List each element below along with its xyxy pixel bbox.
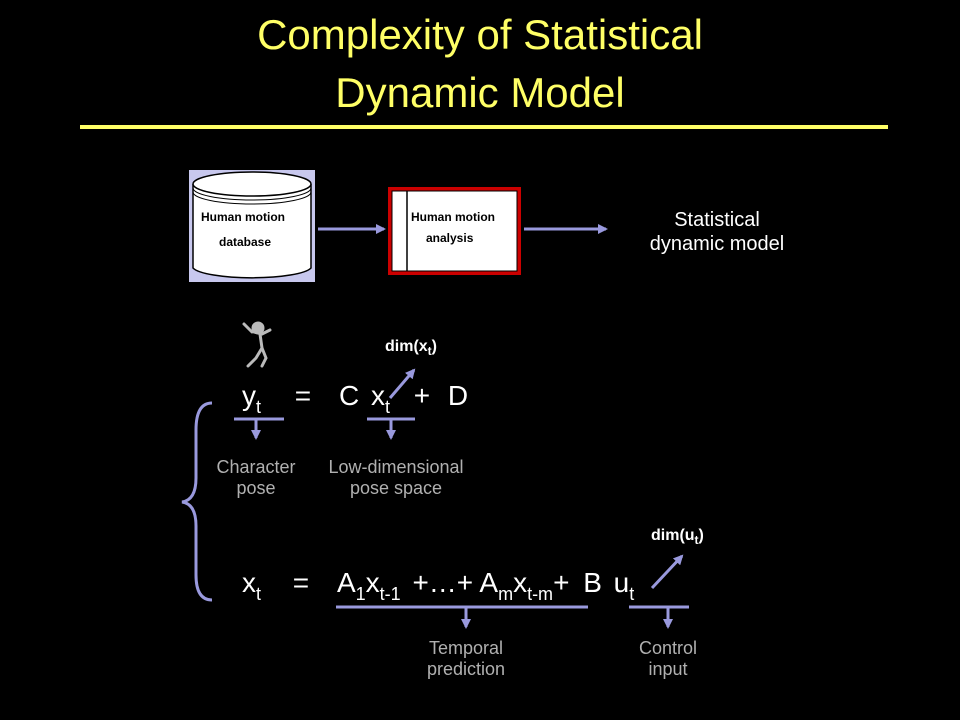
eq2-x1-sub: t-1 — [379, 584, 401, 604]
pose-space-line2: pose space — [349, 478, 443, 498]
dim-u-close: ) — [698, 527, 704, 544]
analysis-label-line1: Human motion — [411, 210, 495, 224]
pose-space-caption: Low-dimensional pose space — [306, 457, 486, 499]
eq2-A1-sub: 1 — [355, 584, 366, 604]
database-label-line1: Human motion — [201, 210, 285, 224]
eq2-Am-sub: m — [498, 584, 514, 604]
eq2-mid: +…+ — [412, 567, 474, 598]
eq2-xm: x — [513, 567, 528, 598]
character-pose-line2: pose — [236, 478, 276, 498]
eq2-Am: A — [479, 567, 499, 598]
eq1-x: x — [370, 380, 385, 411]
arrow-dim-u — [650, 554, 684, 590]
observation-equation: yt = C xt + D — [242, 380, 469, 417]
dim-x-sub: t — [427, 344, 432, 358]
eq2-equals: = — [292, 567, 310, 598]
dim-u-sub: t — [694, 533, 699, 547]
dim-x-label: dim(xt) — [385, 338, 437, 358]
eq1-y-sub: t — [256, 397, 262, 417]
dim-u-label: dim(ut) — [651, 527, 704, 547]
eq1-y: y — [242, 380, 256, 411]
dim-x-text: dim(x — [385, 338, 428, 355]
eq1-C: C — [338, 380, 360, 411]
control-input-line2: input — [648, 659, 688, 679]
eq1-plus: + — [413, 380, 431, 411]
title-line-2: Dynamic Model — [335, 69, 625, 116]
statistical-model-line1: Statistical — [674, 209, 760, 231]
control-input-caption: Control input — [608, 638, 728, 680]
statistical-model-line2: dynamic model — [649, 233, 785, 255]
analysis-label-line2: analysis — [426, 231, 474, 245]
left-brace — [181, 401, 213, 602]
database-label-line2: database — [219, 235, 272, 249]
temporal-prediction-line2: prediction — [426, 659, 506, 679]
eq2-xm-sub: t-m — [527, 584, 554, 604]
eq2-plus: + — [553, 567, 570, 598]
control-input-line1: Control — [638, 638, 698, 658]
character-pose-line1: Character — [216, 457, 296, 477]
dynamics-equation: xt = A1xt-1 +…+ Amxt-m+ B ut — [242, 567, 634, 604]
title-line-1: Complexity of Statistical — [257, 11, 703, 58]
character-figure-icon — [242, 321, 272, 368]
eq1-x-sub: t — [384, 397, 390, 417]
eq1-equals: = — [294, 380, 312, 411]
database-cylinder-icon — [189, 170, 315, 282]
eq2-x1: x — [365, 567, 380, 598]
eq2-B: B — [583, 567, 602, 598]
title-underline — [80, 125, 888, 129]
eq2-u-sub: t — [629, 584, 635, 604]
eq2-A1: A — [336, 567, 356, 598]
analysis-box — [388, 187, 521, 275]
arrow-dim-x — [388, 368, 416, 399]
temporal-prediction-line1: Temporal — [428, 638, 504, 658]
dim-u-text: dim(u — [651, 527, 695, 544]
character-pose-caption: Character pose — [196, 457, 316, 499]
pose-space-line1: Low-dimensional — [328, 457, 464, 477]
eq2-x: x — [242, 567, 256, 598]
eq2-x-sub: t — [256, 584, 262, 604]
dim-x-close: ) — [431, 338, 437, 355]
temporal-prediction-caption: Temporal prediction — [396, 638, 536, 680]
eq1-D: D — [447, 380, 469, 411]
statistical-model-label: Statistical dynamic model — [617, 208, 817, 256]
eq2-u: u — [613, 567, 630, 598]
